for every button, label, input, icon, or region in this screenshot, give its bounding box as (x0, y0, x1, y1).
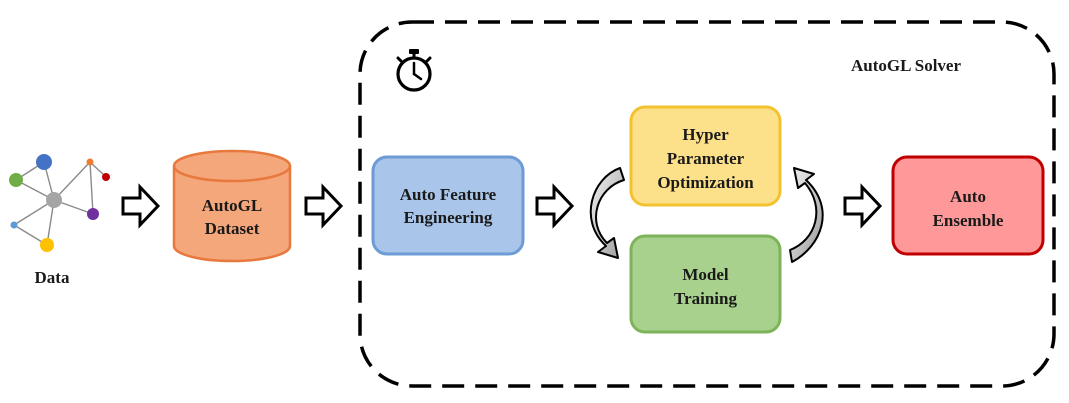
dataset-label-line2: Dataset (205, 219, 260, 238)
graph-edge (89, 161, 94, 215)
graph-node (9, 173, 23, 187)
data-label: Data (35, 268, 70, 287)
graph-node (102, 173, 110, 181)
dataset-label-line1: AutoGL (202, 196, 262, 215)
model-training-box (629, 234, 782, 334)
hyper-parameter-optimization-box (629, 105, 782, 207)
graph-node (86, 158, 94, 166)
training-label-line1: Model (682, 265, 729, 284)
auto-feature-engineering-box (371, 155, 525, 256)
cycle-arrow-training-to-hpo (789, 167, 824, 263)
autogl-dataset-cylinder (172, 149, 292, 263)
graph-node (10, 221, 18, 229)
feature-label-line2: Engineering (404, 208, 493, 227)
cycle-arrow-hpo-to-training (589, 167, 625, 259)
ensemble-label-line1: Auto (950, 187, 986, 206)
flow-arrow-dataset-to-solver (304, 183, 344, 229)
graph-node (46, 192, 62, 208)
graph-edge (53, 161, 91, 201)
ensemble-label-line2: Ensemble (933, 211, 1004, 230)
hpo-label-line3: Optimization (657, 173, 754, 192)
solver-title: AutoGL Solver (851, 56, 961, 75)
graph-node (87, 208, 99, 220)
graph-data-icon (9, 154, 110, 252)
autogl-solver-boundary (358, 20, 1056, 388)
flow-arrow-loop-to-ensemble (843, 183, 883, 229)
hpo-label-line1: Hyper (682, 125, 729, 144)
feature-label-line1: Auto Feature (400, 185, 497, 204)
stopwatch-icon (396, 49, 432, 92)
auto-ensemble-box (891, 155, 1045, 256)
flow-arrow-data-to-dataset (121, 183, 161, 229)
graph-node (36, 154, 52, 170)
hpo-label-line2: Parameter (667, 149, 745, 168)
training-label-line2: Training (674, 289, 737, 308)
flow-arrow-feature-to-loop (535, 183, 575, 229)
graph-node (40, 238, 54, 252)
